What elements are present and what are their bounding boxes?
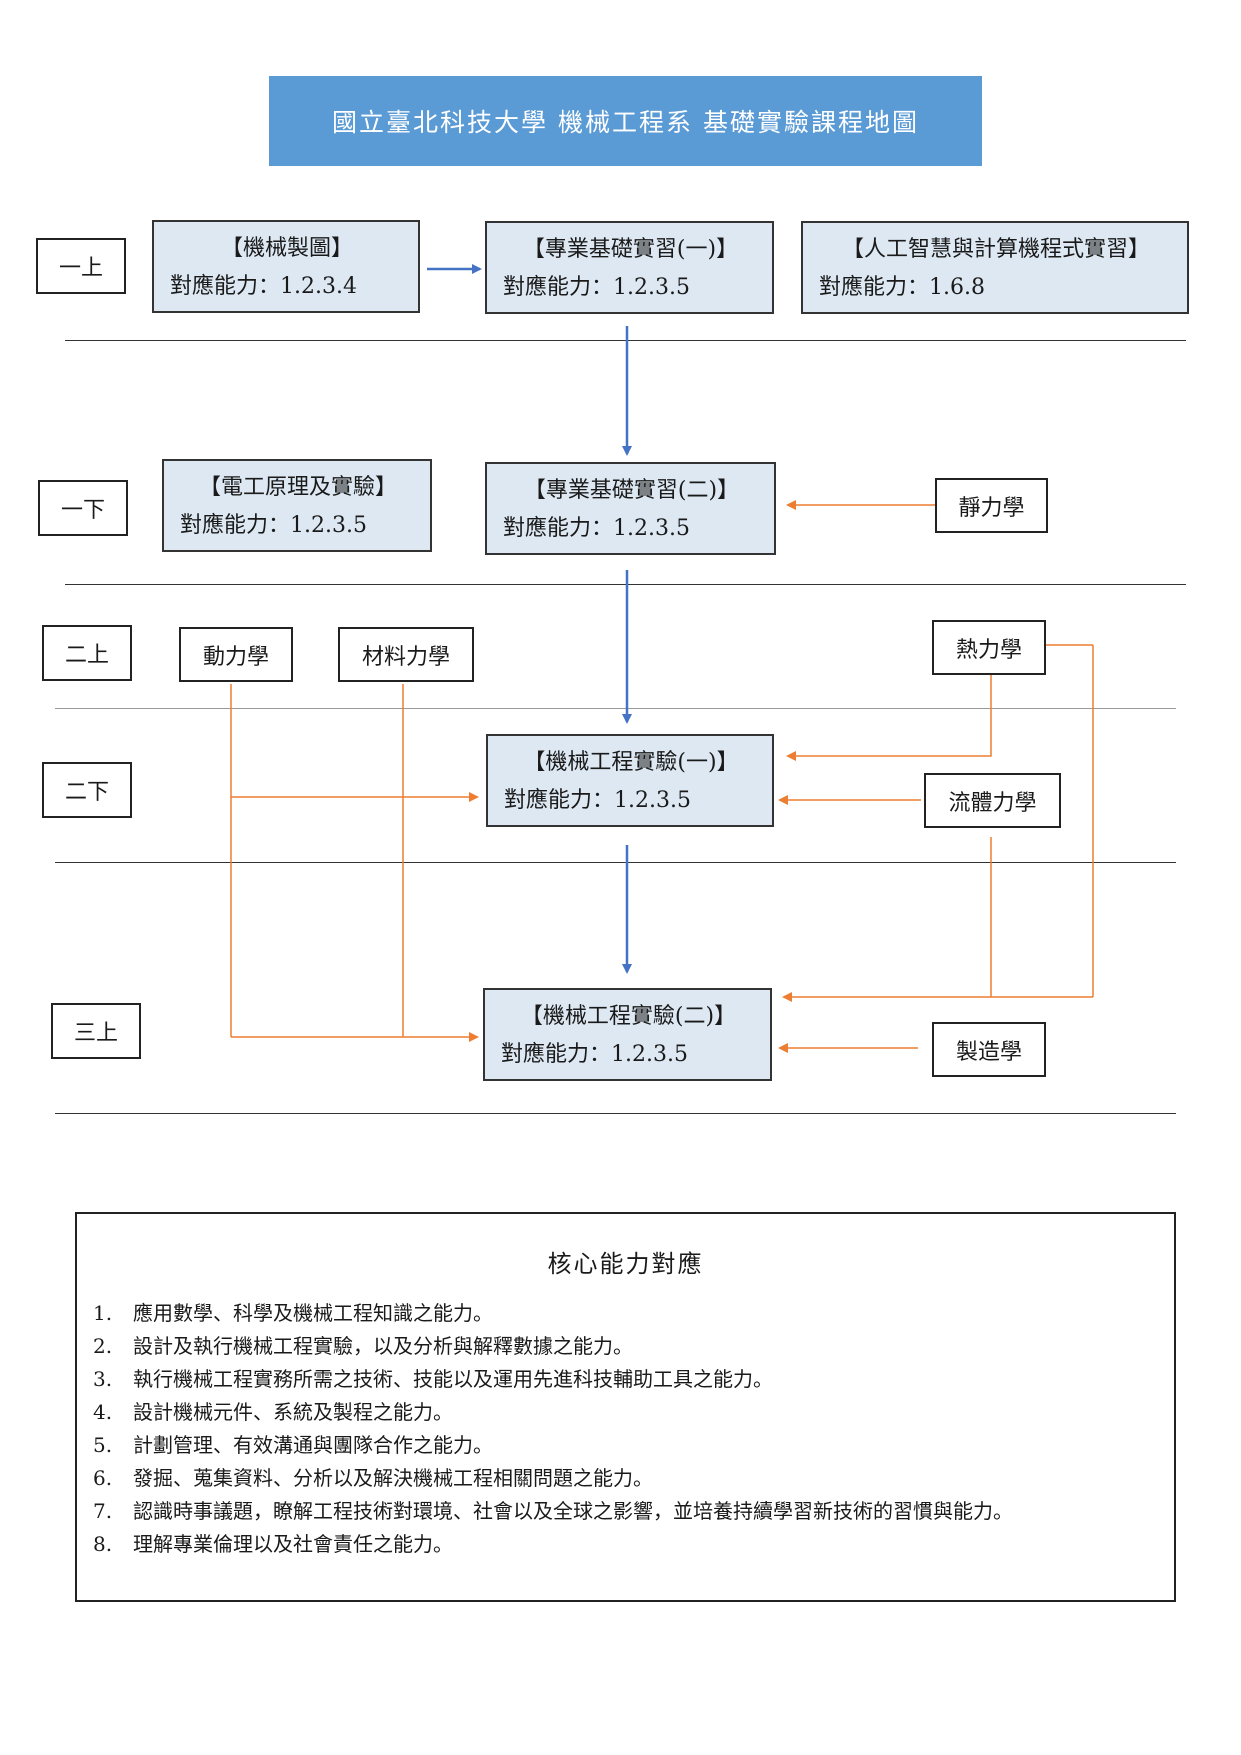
core-item-text: 設計及執行機械工程實驗，以及分析與解釋數據之能力。 [133,1334,633,1358]
page-title: 國立臺北科技大學 機械工程系 基礎實驗課程地圖 [269,76,982,166]
core-competencies-list: 1. 應用數學、科學及機械工程知識之能力。 2. 設計及執行機械工程實驗，以及分析與解… [77,1297,1174,1561]
course-ability: 對應能力：1.2.3.5 [503,275,690,300]
core-item-number: 6. [93,1466,113,1490]
divider-line [55,1113,1176,1114]
course-title: 【機械工程實驗(一)】 [523,750,739,775]
core-item: 2. 設計及執行機械工程實驗，以及分析與解釋數據之能力。 [93,1330,1154,1363]
core-item-text: 計劃管理、有效溝通與團隊合作之能力。 [133,1433,493,1457]
core-item-number: 7. [93,1499,113,1523]
course-box-electrical: 【電工原理及實驗】 對應能力：1.2.3.5 [162,459,432,552]
prereq-thermodynamics: 熱力學 [932,620,1046,675]
core-item: 1. 應用數學、科學及機械工程知識之能力。 [93,1297,1154,1330]
semester-label-1b: 一下 [38,480,128,536]
semester-label-2b: 二下 [42,762,132,818]
course-box-mech-exp-1: 【機械工程實驗(一)】 對應能力：1.2.3.5 [486,734,774,827]
course-box-ai-programming: 【人工智慧與計算機程式實習】 對應能力：1.6.8 [801,221,1189,314]
prereq-fluid-mechanics: 流體力學 [924,773,1061,828]
course-box-mech-exp-2: 【機械工程實驗(二)】 對應能力：1.2.3.5 [483,988,772,1081]
prereq-manufacturing: 製造學 [932,1022,1046,1077]
course-ability: 對應能力：1.2.3.5 [501,1042,688,1067]
core-item-number: 2. [93,1334,113,1358]
core-item-number: 8. [93,1532,113,1556]
course-ability: 對應能力：1.2.3.5 [503,516,690,541]
connector-lines [230,264,1094,1053]
course-title: 【人工智慧與計算機程式實習】 [841,237,1150,262]
course-box-practice-1: 【專業基礎實習(一)】 對應能力：1.2.3.5 [485,221,774,314]
semester-label-3a: 三上 [51,1003,141,1059]
prereq-statics: 靜力學 [935,478,1048,533]
divider-line [65,584,1186,585]
core-item-text: 設計機械元件、系統及製程之能力。 [133,1400,453,1424]
core-item: 5. 計劃管理、有效溝通與團隊合作之能力。 [93,1429,1154,1462]
core-item: 6. 發掘、蒐集資料、分析以及解決機械工程相關問題之能力。 [93,1462,1154,1495]
course-ability: 對應能力：1.2.3.4 [170,274,357,299]
core-item-text: 理解專業倫理以及社會責任之能力。 [133,1532,453,1556]
core-item-text: 認識時事議題，瞭解工程技術對環境、社會以及全球之影響，並培養持續學習新技術的習慣… [133,1499,1013,1523]
core-competencies-title: 核心能力對應 [547,1250,704,1278]
divider-line [55,862,1176,863]
course-box-practice-2: 【專業基礎實習(二)】 對應能力：1.2.3.5 [485,462,776,555]
core-item-number: 3. [93,1367,113,1391]
arrow-thermo-to-mexp1 [786,675,992,761]
prereq-materials: 材料力學 [338,627,474,682]
course-title: 【專業基礎實習(二)】 [523,478,740,503]
core-item: 3. 執行機械工程實務所需之技術、技能以及運用先進科技輔助工具之能力。 [93,1363,1154,1396]
course-box-mechanical-drawing: 【機械製圖】 對應能力：1.2.3.4 [152,220,420,313]
core-item-text: 執行機械工程實務所需之技術、技能以及運用先進科技輔助工具之能力。 [133,1367,773,1391]
course-title: 【機械工程實驗(二)】 [520,1004,737,1029]
core-item: 4. 設計機械元件、系統及製程之能力。 [93,1396,1154,1429]
course-title: 【電工原理及實驗】 [198,475,397,500]
core-item: 8. 理解專業倫理以及社會責任之能力。 [93,1528,1154,1561]
core-item-number: 1. [93,1301,113,1325]
semester-label-2a: 二上 [42,625,132,681]
core-competencies-panel: 核心能力對應 1. 應用數學、科學及機械工程知識之能力。 2. 設計及執行機械工程實驗… [75,1212,1176,1602]
core-item-text: 應用數學、科學及機械工程知識之能力。 [133,1301,493,1325]
semester-label-1a: 一上 [36,238,126,294]
core-item-number: 4. [93,1400,113,1424]
course-title: 【專業基礎實習(一)】 [522,237,739,262]
course-title: 【機械製圖】 [220,236,353,261]
core-item: 7. 認識時事議題，瞭解工程技術對環境、社會以及全球之影響，並培養持續學習新技術的… [93,1495,1154,1528]
course-ability: 對應能力：1.2.3.5 [180,513,367,538]
divider-line [55,708,1176,709]
prereq-dynamics: 動力學 [179,627,293,682]
core-item-number: 5. [93,1433,113,1457]
divider-line [65,340,1186,341]
course-ability: 對應能力：1.2.3.5 [504,788,691,813]
core-item-text: 發掘、蒐集資料、分析以及解決機械工程相關問題之能力。 [133,1466,653,1490]
course-ability: 對應能力：1.6.8 [819,275,985,300]
